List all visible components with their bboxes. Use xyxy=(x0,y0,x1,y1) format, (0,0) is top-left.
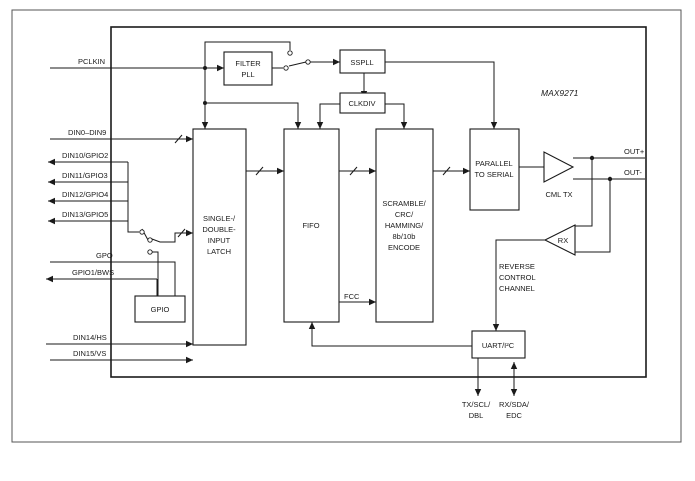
pin-din13: DIN13/GPIO5 xyxy=(62,210,108,219)
svg-text:8b/10b: 8b/10b xyxy=(393,232,416,241)
sspll-block: SSPLL xyxy=(339,49,386,74)
svg-text:PLL: PLL xyxy=(241,70,254,79)
svg-text:CONTROL: CONTROL xyxy=(499,273,536,282)
svg-text:SCRAMBLE/: SCRAMBLE/ xyxy=(382,199,426,208)
pin-din14: DIN14/HS xyxy=(73,333,107,342)
svg-text:INPUT: INPUT xyxy=(208,236,231,245)
pin-tx-scl: TX/SCL/ xyxy=(462,400,491,409)
gpio-block: GPIO xyxy=(134,295,186,323)
input-latch-block: SINGLE-/ DOUBLE- INPUT LATCH xyxy=(192,128,247,346)
switch-contacts xyxy=(139,50,311,255)
pin-din15: DIN15/VS xyxy=(73,349,106,358)
uart-i2c-block: UART/I²C xyxy=(471,330,526,359)
pin-labels: PCLKIN DIN0–DIN9 DIN10/GPIO2 DIN11/GPIO3… xyxy=(62,57,645,420)
svg-text:TO SERIAL: TO SERIAL xyxy=(474,170,513,179)
svg-text:REVERSE: REVERSE xyxy=(499,262,535,271)
svg-text:CHANNEL: CHANNEL xyxy=(499,284,535,293)
svg-text:CLKDIV: CLKDIV xyxy=(348,99,375,108)
pin-gpo: GPO xyxy=(96,251,113,260)
encode-block: SCRAMBLE/ CRC/ HAMMING/ 8b/10b ENCODE xyxy=(375,128,434,323)
svg-text:CML TX: CML TX xyxy=(545,190,572,199)
svg-text:CRC/: CRC/ xyxy=(395,210,414,219)
pin-pclkin: PCLKIN xyxy=(78,57,105,66)
fifo-block: FIFO FCC xyxy=(283,128,360,323)
pin-din10: DIN10/GPIO2 xyxy=(62,151,108,160)
pin-out-plus: OUT+ xyxy=(624,147,645,156)
parallel-to-serial-block: PARALLEL TO SERIAL xyxy=(469,128,520,211)
ic-boundary xyxy=(110,26,647,378)
svg-text:GPIO: GPIO xyxy=(151,305,170,314)
svg-text:FILTER: FILTER xyxy=(235,59,261,68)
rx-receiver: RX xyxy=(543,224,576,256)
svg-text:EDC: EDC xyxy=(506,411,522,420)
svg-text:UART/I²C: UART/I²C xyxy=(482,341,515,350)
svg-text:SSPLL: SSPLL xyxy=(350,58,373,67)
chip-label: MAX9271 xyxy=(541,88,579,98)
svg-text:HAMMING/: HAMMING/ xyxy=(385,221,424,230)
svg-text:DOUBLE-: DOUBLE- xyxy=(202,225,236,234)
pin-din0-din9: DIN0–DIN9 xyxy=(68,128,106,137)
pin-din11: DIN11/GPIO3 xyxy=(62,171,108,180)
filter-pll-block: FILTER PLL xyxy=(223,51,273,86)
wires xyxy=(46,41,645,396)
figure-border xyxy=(11,9,682,443)
cml-tx-driver: CML TX xyxy=(543,151,575,199)
clkdiv-block: CLKDIV xyxy=(339,92,386,114)
svg-text:SINGLE-/: SINGLE-/ xyxy=(203,214,236,223)
pin-rx-sda: RX/SDA/ xyxy=(499,400,530,409)
junction-dots xyxy=(203,66,613,182)
fcc-label: FCC xyxy=(344,292,360,301)
svg-text:RX: RX xyxy=(558,236,568,245)
pin-din12: DIN12/GPIO4 xyxy=(62,190,108,199)
svg-text:ENCODE: ENCODE xyxy=(388,243,420,252)
reverse-channel-label: REVERSE CONTROL CHANNEL xyxy=(499,262,536,293)
svg-text:FIFO: FIFO xyxy=(302,221,319,230)
svg-text:LATCH: LATCH xyxy=(207,247,231,256)
svg-text:DBL: DBL xyxy=(469,411,484,420)
svg-text:PARALLEL: PARALLEL xyxy=(475,159,512,168)
pin-out-minus: OUT- xyxy=(624,168,642,177)
pin-gpio1: GPIO1/BWS xyxy=(72,268,114,277)
